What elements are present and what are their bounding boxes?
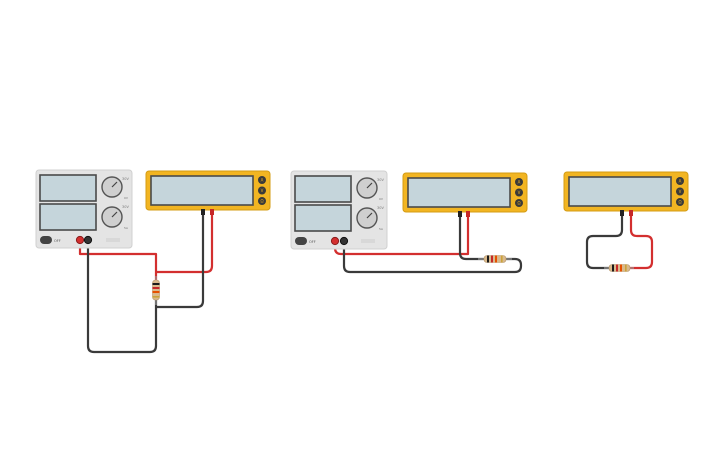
mode-label: A xyxy=(261,177,264,182)
multimeter[interactable]: A V Ω xyxy=(145,170,271,215)
mode-voltmeter[interactable] xyxy=(676,187,684,196)
wire-red[interactable] xyxy=(78,243,158,282)
power-button[interactable] xyxy=(40,236,52,244)
wire-red[interactable] xyxy=(628,214,654,270)
circuit-1: 30V 0V 30V 5A OFF A V Ω xyxy=(35,169,271,354)
probe-black[interactable] xyxy=(620,210,624,216)
knob-label: 0V xyxy=(379,197,384,201)
power-button[interactable] xyxy=(295,237,307,245)
positive-terminal[interactable] xyxy=(75,235,85,245)
mode-label: Ω xyxy=(517,200,520,205)
multimeter-display xyxy=(407,177,511,208)
resistor[interactable] xyxy=(604,264,634,272)
wire-black[interactable] xyxy=(156,214,205,309)
probe-black[interactable] xyxy=(201,209,205,215)
mode-label: Ω xyxy=(260,198,263,203)
multimeter[interactable]: A V Ω xyxy=(563,171,689,216)
wire-black[interactable] xyxy=(342,214,523,274)
mode-label: V xyxy=(518,190,521,195)
knob-label: 30V xyxy=(377,178,384,182)
mode-ammeter[interactable] xyxy=(676,177,684,185)
wire-red[interactable] xyxy=(156,214,214,274)
knob-label: 5A xyxy=(379,227,384,231)
mode-ohmmeter[interactable] xyxy=(515,199,523,207)
knob-label: 30V xyxy=(122,205,129,209)
power-button-label: OFF xyxy=(54,239,61,243)
probe-black[interactable] xyxy=(458,211,462,217)
voltage-display xyxy=(39,174,97,202)
mode-ammeter[interactable] xyxy=(258,176,266,184)
resistor[interactable] xyxy=(152,276,160,305)
multimeter[interactable]: A V Ω xyxy=(402,172,528,217)
multimeter-display xyxy=(150,175,254,206)
probe-red[interactable] xyxy=(629,210,633,216)
knob-label: 30V xyxy=(377,206,384,210)
power-supply[interactable]: 30V 0V 30V 5A OFF xyxy=(290,170,388,250)
resistor[interactable] xyxy=(478,255,512,263)
negative-terminal[interactable] xyxy=(339,236,349,246)
mode-voltmeter[interactable] xyxy=(515,188,523,197)
mode-label: V xyxy=(261,188,264,193)
probe-red[interactable] xyxy=(466,211,470,217)
mode-label: Ω xyxy=(678,199,681,204)
brand-plate xyxy=(361,239,375,243)
voltage-display xyxy=(294,175,352,203)
wire-black[interactable] xyxy=(585,214,624,270)
power-button-label: OFF xyxy=(309,240,316,244)
positive-terminal[interactable] xyxy=(330,236,340,246)
mode-label: A xyxy=(518,179,521,184)
knob-label: 5A xyxy=(124,226,129,230)
mode-ohmmeter[interactable] xyxy=(676,198,684,206)
negative-terminal[interactable] xyxy=(83,235,93,245)
probe-red[interactable] xyxy=(210,209,214,215)
power-supply[interactable]: 30V 0V 30V 5A OFF xyxy=(35,169,133,249)
mode-voltmeter[interactable] xyxy=(258,186,266,195)
knob-label: 0V xyxy=(124,196,129,200)
knob-label: 30V xyxy=(122,177,129,181)
mode-ohmmeter[interactable] xyxy=(258,197,266,205)
mode-label: V xyxy=(679,189,682,194)
mode-label: A xyxy=(679,178,682,183)
brand-plate xyxy=(106,238,120,242)
mode-ammeter[interactable] xyxy=(515,178,523,186)
multimeter-display xyxy=(568,176,672,207)
current-display xyxy=(39,203,97,231)
current-display xyxy=(294,204,352,232)
wire-black[interactable] xyxy=(86,243,158,354)
circuit-3: A V Ω xyxy=(563,171,689,272)
circuit-2: 30V 0V 30V 5A OFF A V Ω xyxy=(290,170,528,274)
